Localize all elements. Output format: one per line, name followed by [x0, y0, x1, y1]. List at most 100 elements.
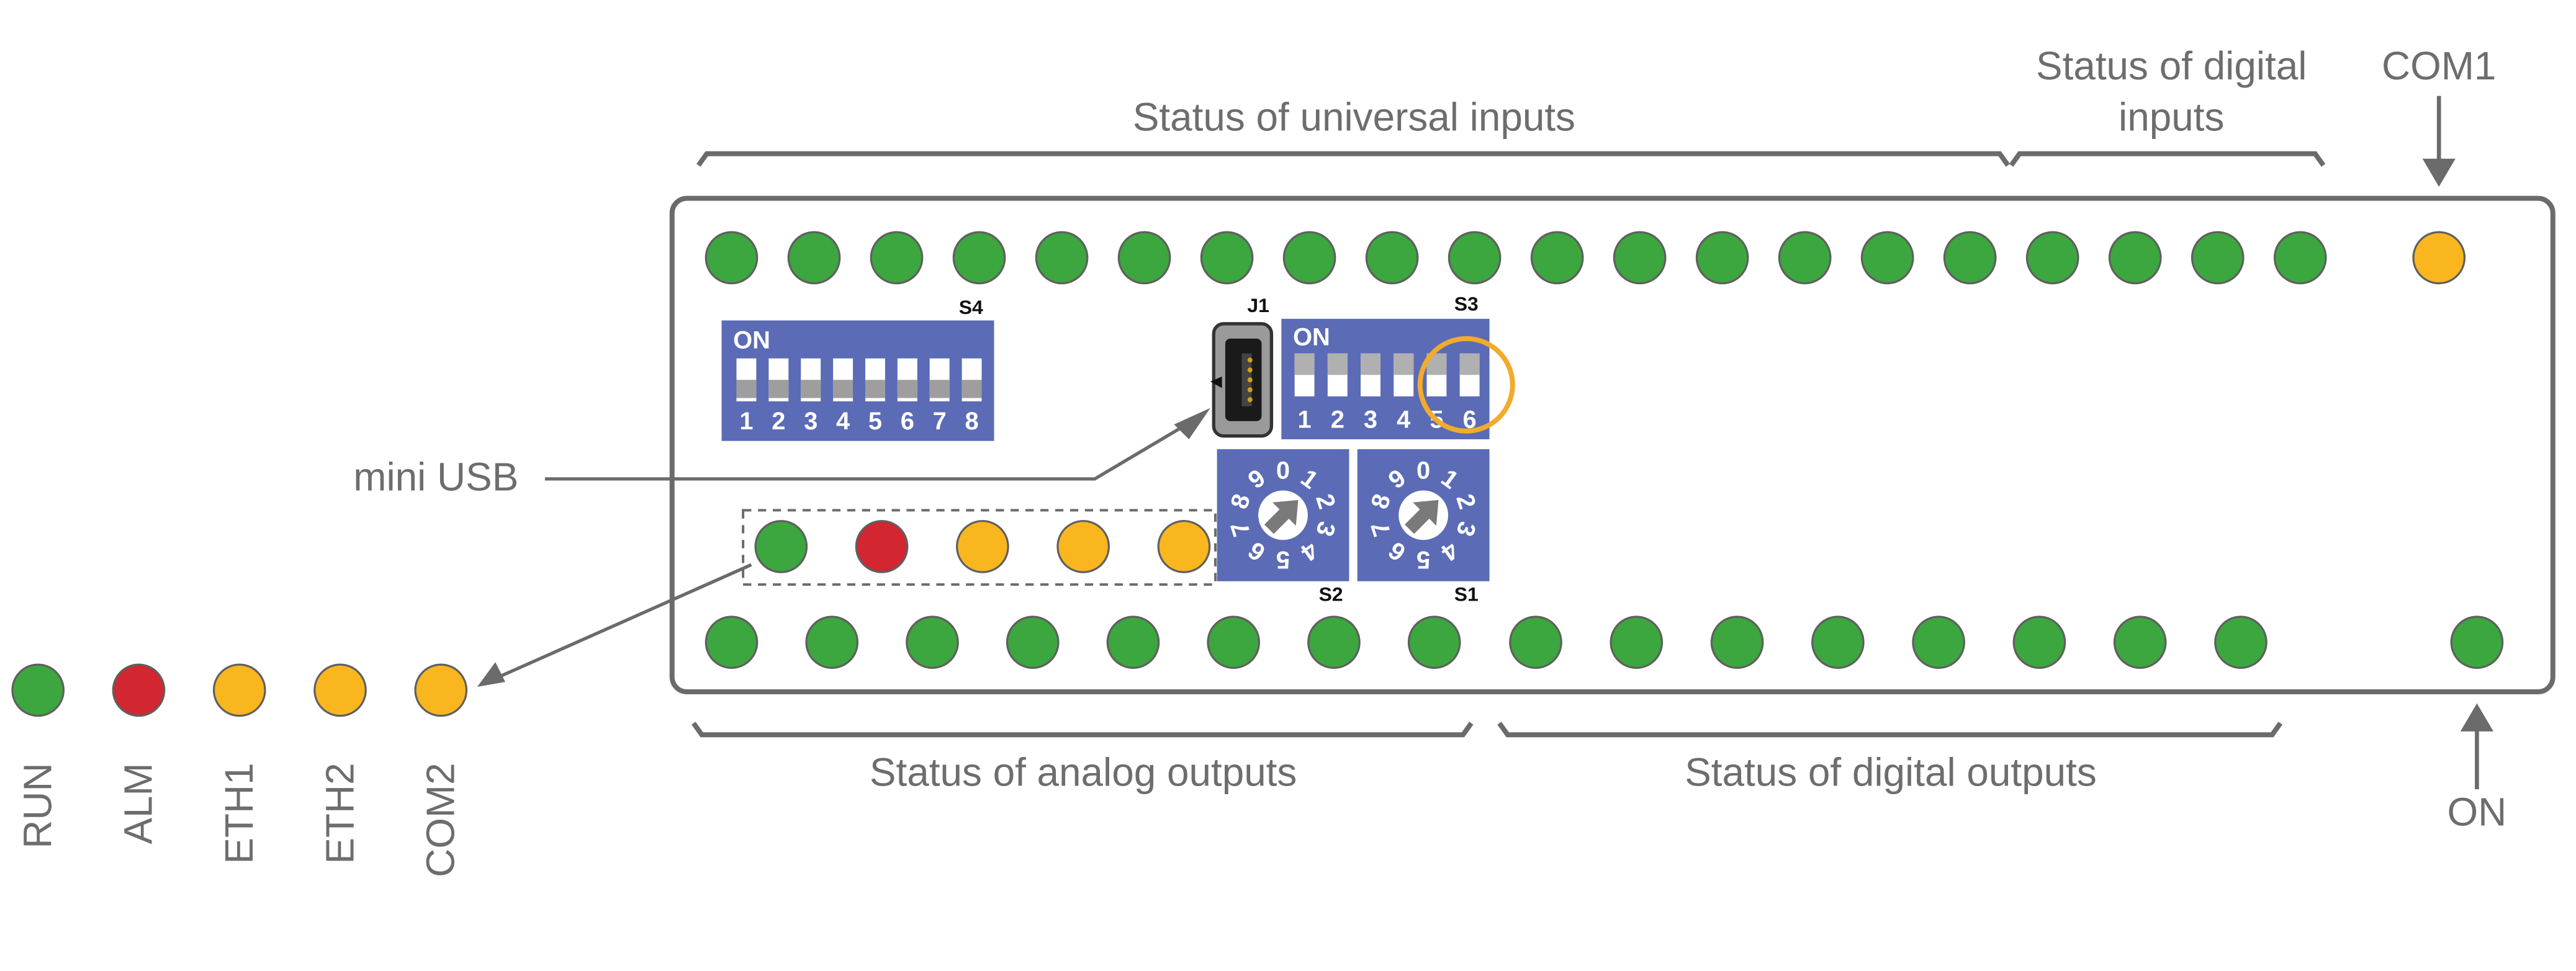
s3-switch-lever-6 — [1459, 353, 1480, 375]
s4-switch-number-5: 5 — [868, 408, 882, 435]
legend-led-alm — [112, 663, 166, 717]
s4-switch-lever-3 — [801, 380, 821, 398]
s3-switch-lever-3 — [1361, 353, 1380, 375]
on-led-group — [2450, 615, 2504, 669]
on-arrow-head — [2460, 703, 2493, 732]
mini-usb-connector-j1: J1 — [1210, 294, 1274, 438]
input-led-3 — [870, 231, 924, 285]
s4-switch-lever-4 — [833, 380, 853, 398]
s3-switch-number-2: 2 — [1331, 406, 1344, 433]
output-led-4 — [1006, 615, 1060, 669]
output-led-8 — [1407, 615, 1461, 669]
rotary-switch-s1-ref: S1 — [1454, 583, 1479, 606]
on-label: ON — [2448, 790, 2507, 835]
mini-usb-label: mini USB — [353, 454, 518, 499]
output-led-14 — [2012, 615, 2066, 669]
input-led-9 — [1365, 231, 1419, 285]
input-led-6 — [1117, 231, 1171, 285]
com1-label: COM1 — [2382, 43, 2496, 88]
legend-label-alm: ALM — [116, 763, 161, 844]
digital-outputs-label: Status of digital outputs — [1685, 750, 2097, 795]
input-led-10 — [1448, 231, 1502, 285]
status-led-group — [754, 520, 1211, 573]
legend-label-run: RUN — [15, 763, 60, 848]
legend-label-eth2: ETH2 — [317, 763, 362, 864]
switch-6-highlight-circle — [1417, 336, 1515, 434]
digital-inputs-label-line2: inputs — [2119, 95, 2224, 140]
status-led-eth1 — [956, 520, 1009, 573]
s4-switch-number-3: 3 — [804, 408, 817, 435]
input-led-17 — [2025, 231, 2079, 285]
legend-led-eth1 — [212, 663, 266, 717]
s3-switch-number-3: 3 — [1364, 406, 1377, 433]
power-on-led — [2450, 615, 2504, 669]
output-led-5 — [1106, 615, 1160, 669]
rotary-s1-pointer-icon — [1405, 499, 1439, 534]
input-led-15 — [1860, 231, 1914, 285]
com1-arrow-head — [2422, 158, 2456, 187]
mini-usb-leader-line — [544, 419, 1194, 481]
module-outline — [669, 195, 2556, 695]
legend-led-com2 — [414, 663, 468, 717]
s4-switch-lever-8 — [961, 380, 982, 398]
digital-inputs-bracket — [2009, 151, 2326, 167]
legend-led-run — [11, 663, 65, 717]
s3-switch-lever-4 — [1394, 353, 1414, 375]
com1-led — [2412, 231, 2466, 285]
rotary-s2-pointer-icon — [1264, 499, 1299, 534]
s3-switch-lever-2 — [1327, 353, 1348, 375]
s4-switch-lever-2 — [768, 380, 789, 398]
status-leds-dashed-box — [742, 509, 1217, 586]
output-led-12 — [1811, 615, 1865, 669]
s4-switch-lever-5 — [865, 380, 885, 398]
legend-led-eth2 — [313, 663, 367, 717]
s4-switch-number-2: 2 — [772, 408, 785, 435]
input-led-19 — [2191, 231, 2245, 285]
input-led-1 — [705, 231, 759, 285]
rotary-switch-s2-ref: S2 — [1319, 583, 1343, 606]
legend-label-eth1: ETH1 — [217, 763, 261, 864]
input-led-8 — [1282, 231, 1336, 285]
output-led-13 — [1912, 615, 1965, 669]
analog-and-digital-output-leds — [705, 615, 2268, 669]
input-led-7 — [1200, 231, 1254, 285]
status-led-eth2 — [1056, 520, 1110, 573]
mini-usb-tongue — [1241, 353, 1252, 406]
rotary-s2-digit-0: 0 — [1276, 457, 1290, 485]
dip-switch-s3-on-label: ON — [1293, 323, 1330, 351]
input-led-12 — [1613, 231, 1667, 285]
output-led-10 — [1610, 615, 1664, 669]
output-led-11 — [1710, 615, 1764, 669]
mini-usb-leader-arrowhead — [1174, 408, 1210, 440]
input-led-20 — [2273, 231, 2327, 285]
digital-inputs-label-line1: Status of digital — [2036, 43, 2307, 88]
s3-switch-number-1: 1 — [1298, 406, 1312, 433]
connector-j1-ref: J1 — [1247, 294, 1269, 316]
analog-outputs-bracket — [691, 722, 1474, 738]
output-led-7 — [1307, 615, 1361, 669]
s4-switch-number-8: 8 — [965, 408, 978, 435]
status-legend-leader-line — [498, 563, 752, 679]
dip-switch-s3-ref: S3 — [1454, 293, 1479, 315]
legend-label-com2: COM2 — [418, 763, 463, 877]
universal-and-digital-input-leds — [705, 231, 2327, 285]
input-led-5 — [1035, 231, 1089, 285]
input-led-13 — [1695, 231, 1749, 285]
status-led-com2 — [1157, 520, 1211, 573]
s4-switch-number-1: 1 — [739, 408, 753, 435]
output-led-1 — [705, 615, 759, 669]
input-led-4 — [952, 231, 1006, 285]
input-led-16 — [1943, 231, 1997, 285]
s3-switch-lever-1 — [1294, 353, 1315, 375]
s4-switch-lever-6 — [897, 380, 917, 398]
input-led-2 — [787, 231, 841, 285]
com1-led-group — [2412, 231, 2466, 285]
rotary-s2-digit-5: 5 — [1276, 546, 1290, 573]
rotary-s1-digit-5: 5 — [1416, 546, 1430, 573]
s4-switch-lever-7 — [929, 380, 950, 398]
universal-inputs-bracket — [696, 151, 2011, 167]
output-led-15 — [2113, 615, 2167, 669]
